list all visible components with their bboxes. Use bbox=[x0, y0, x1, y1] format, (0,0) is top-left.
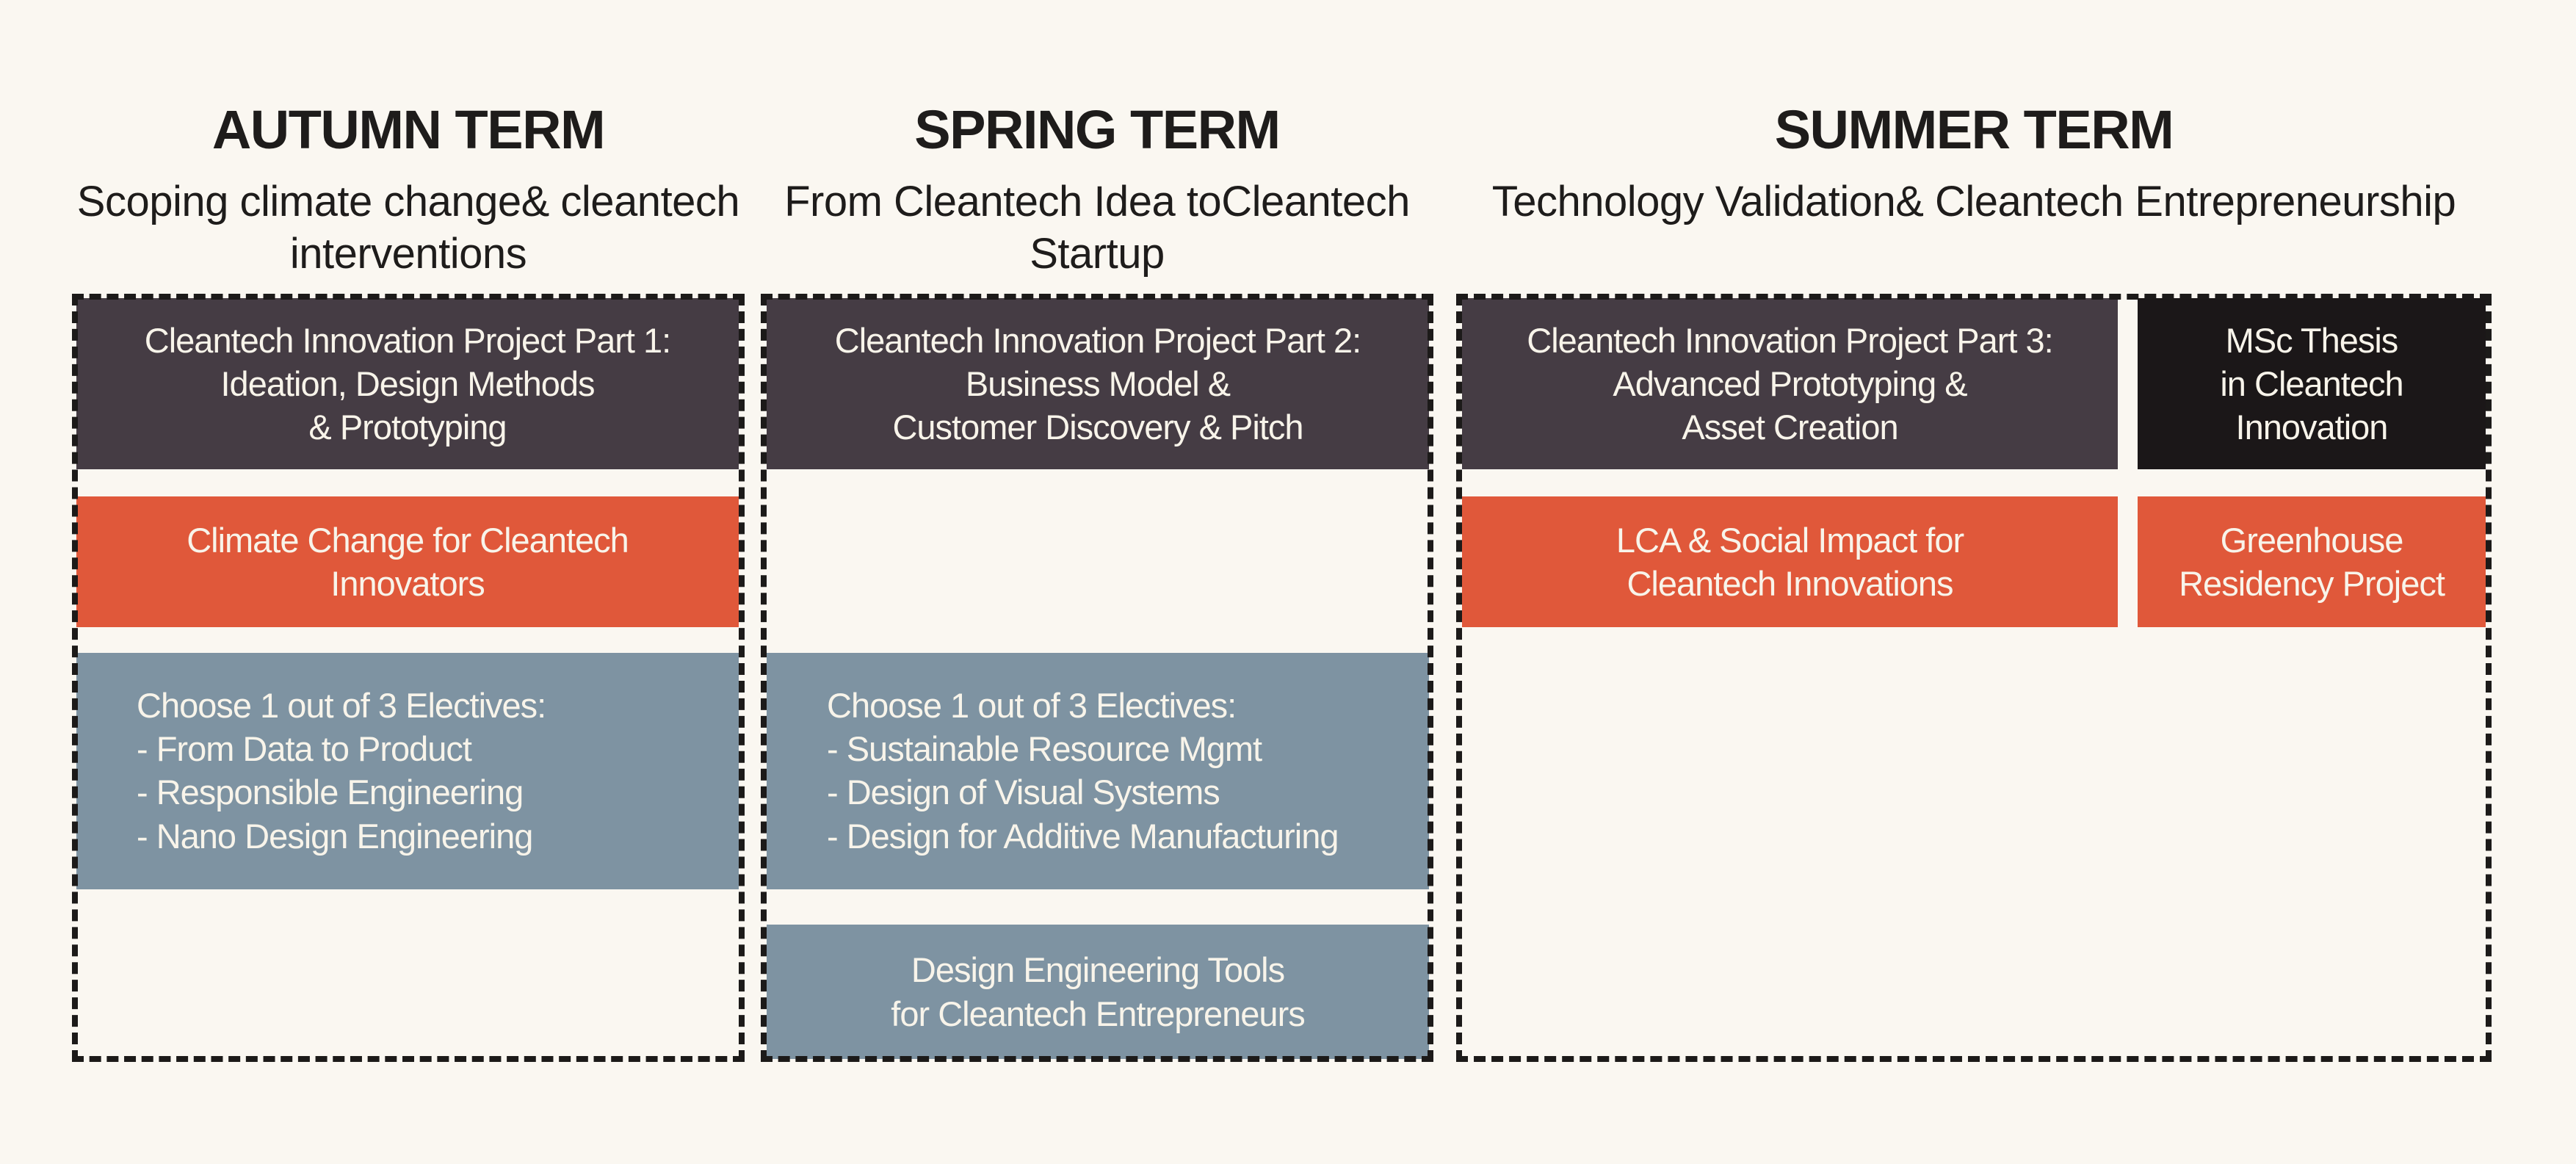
term-title-spring: SPRING TERM bbox=[914, 99, 1281, 160]
text-line: Technology Validation bbox=[1491, 178, 1896, 225]
text-line: Cleantech Startup bbox=[1030, 178, 1410, 278]
text-line: - Responsible Engineering bbox=[137, 773, 524, 812]
text-line: & cleantech interventions bbox=[289, 178, 740, 278]
text-line: - Sustainable Resource Mgmt bbox=[827, 729, 1262, 769]
term-subtitle-summer: Technology Validation& Cleantech Entrepr… bbox=[1456, 176, 2492, 228]
text-line: Ideation, Design Methods bbox=[220, 364, 596, 403]
text-line: Choose 1 out of 3 Electives: bbox=[827, 686, 1237, 725]
text-line: Design Engineering Tools bbox=[911, 950, 1285, 990]
text-line: - Design of Visual Systems bbox=[827, 773, 1220, 812]
term-subtitle-spring: From Cleantech Idea toCleantech Startup bbox=[761, 176, 1433, 281]
text-line: Innovation bbox=[2235, 408, 2389, 447]
term-header-summer: SUMMER TERM Technology Validation& Clean… bbox=[1456, 103, 2492, 228]
term-header-spring: SPRING TERM From Cleantech Idea toCleant… bbox=[761, 103, 1433, 281]
text-line: Cleantech Innovation Project Part 3: bbox=[1527, 320, 2053, 360]
term-title-autumn: AUTUMN TERM bbox=[211, 99, 606, 160]
text-line: Cleantech Innovations bbox=[1627, 564, 1953, 603]
text-line: Advanced Prototyping & bbox=[1613, 364, 1967, 403]
text-line: Choose 1 out of 3 Electives: bbox=[137, 686, 546, 725]
text-line: - Design for Additive Manufacturing bbox=[827, 816, 1339, 856]
term-subtitle-autumn: Scoping climate change& cleantech interv… bbox=[72, 176, 745, 281]
course-box-spring-electives: Choose 1 out of 3 Electives: - Sustainabl… bbox=[767, 653, 1429, 889]
text-line: Asset Creation bbox=[1682, 408, 1898, 447]
term-title-summer: SUMMER TERM bbox=[1774, 99, 2174, 160]
term-header-autumn: AUTUMN TERM Scoping climate change& clea… bbox=[72, 103, 745, 281]
text-line: Customer Discovery & Pitch bbox=[892, 408, 1303, 447]
text-line: for Cleantech Entrepreneurs bbox=[891, 994, 1305, 1033]
text-line: LCA & Social Impact for bbox=[1616, 520, 1964, 560]
text-line: Business Model & bbox=[965, 364, 1231, 403]
course-box-cleantech-innovation-project-part-3: Cleantech Innovation Project Part 3: Adva… bbox=[1462, 298, 2118, 469]
course-box-autumn-electives: Choose 1 out of 3 Electives: - From Data … bbox=[76, 653, 739, 889]
text-line: - From Data to Product bbox=[137, 729, 472, 769]
course-box-design-engineering-tools: Design Engineering Tools for Cleantech En… bbox=[767, 925, 1429, 1059]
text-line: Climate Change for Cleantech bbox=[187, 520, 629, 560]
text-line: - Nano Design Engineering bbox=[137, 816, 533, 856]
text-line: Residency Project bbox=[2179, 564, 2445, 603]
text-line: MSc Thesis bbox=[2225, 320, 2399, 360]
text-line: Cleantech Innovation Project Part 2: bbox=[834, 320, 1361, 360]
text-line: in Cleantech bbox=[2220, 364, 2403, 403]
course-box-cleantech-innovation-project-part-1: Cleantech Innovation Project Part 1: Idea… bbox=[76, 298, 739, 469]
text-line: & Prototyping bbox=[308, 408, 507, 447]
course-box-cleantech-innovation-project-part-2: Cleantech Innovation Project Part 2: Busi… bbox=[767, 298, 1429, 469]
text-line: Scoping climate change bbox=[76, 178, 521, 225]
text-line: Innovators bbox=[330, 564, 485, 603]
text-line: Cleantech Innovation Project Part 1: bbox=[144, 320, 671, 360]
text-line: Greenhouse bbox=[2220, 520, 2404, 560]
text-line: From Cleantech Idea to bbox=[784, 178, 1222, 225]
text-line: & Cleantech Entrepreneurship bbox=[1895, 178, 2456, 225]
